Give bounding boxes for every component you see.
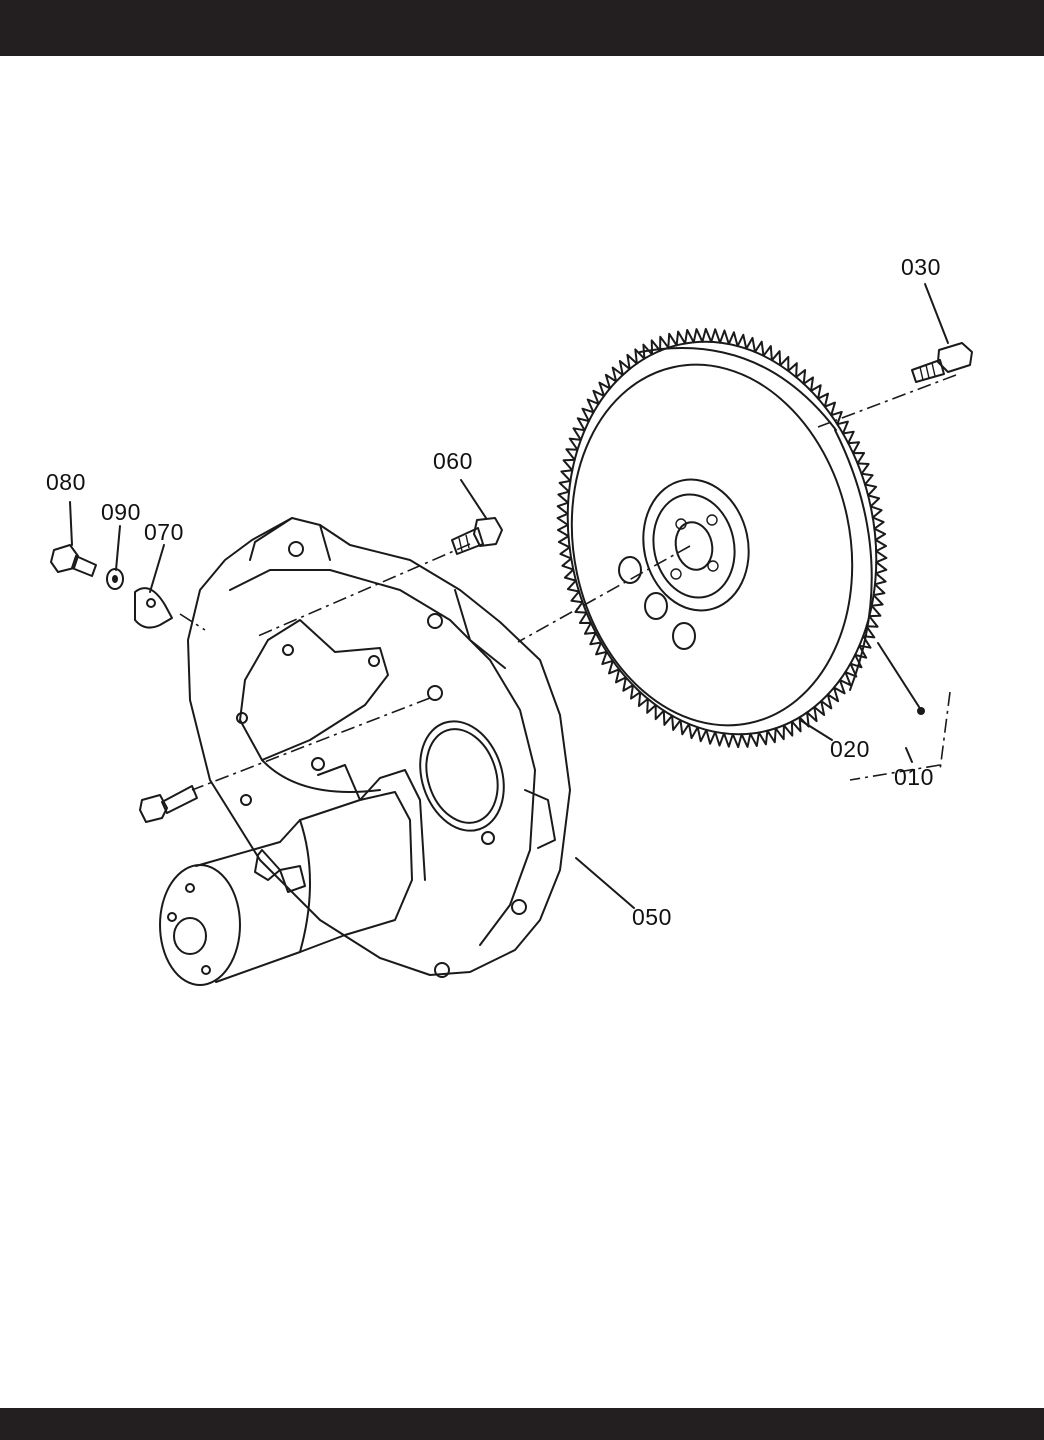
leader-030 bbox=[925, 284, 948, 343]
leader-050 bbox=[576, 858, 634, 908]
callout-020: 020 bbox=[830, 738, 870, 761]
leader-020 bbox=[800, 720, 832, 740]
leader-080 bbox=[70, 502, 72, 545]
leader-090 bbox=[116, 526, 120, 570]
callout-090: 090 bbox=[101, 501, 141, 524]
callout-030: 030 bbox=[901, 256, 941, 279]
callout-050: 050 bbox=[632, 906, 672, 929]
callout-080: 080 bbox=[46, 471, 86, 494]
centerline-060 bbox=[258, 544, 470, 636]
leader-010 bbox=[878, 643, 921, 710]
flywheel-housing bbox=[188, 518, 570, 977]
assembly-bracket-right bbox=[940, 692, 950, 770]
bottom-footer-bar bbox=[0, 1408, 1044, 1440]
centerline-bolt bbox=[192, 698, 430, 790]
leader-010-tick bbox=[906, 748, 912, 762]
callout-010: 010 bbox=[894, 766, 934, 789]
cover-plate bbox=[135, 588, 172, 627]
flywheel-gear bbox=[532, 313, 912, 764]
leader-060 bbox=[461, 480, 486, 518]
housing-bolt bbox=[140, 786, 197, 822]
washer bbox=[107, 569, 123, 589]
cover-bolt bbox=[51, 545, 96, 576]
reference-dot bbox=[917, 707, 925, 715]
callout-070: 070 bbox=[144, 521, 184, 544]
flywheel-bolt bbox=[912, 343, 972, 382]
leader-070 bbox=[150, 545, 164, 592]
starter-motor bbox=[160, 765, 425, 985]
callout-060: 060 bbox=[433, 450, 473, 473]
